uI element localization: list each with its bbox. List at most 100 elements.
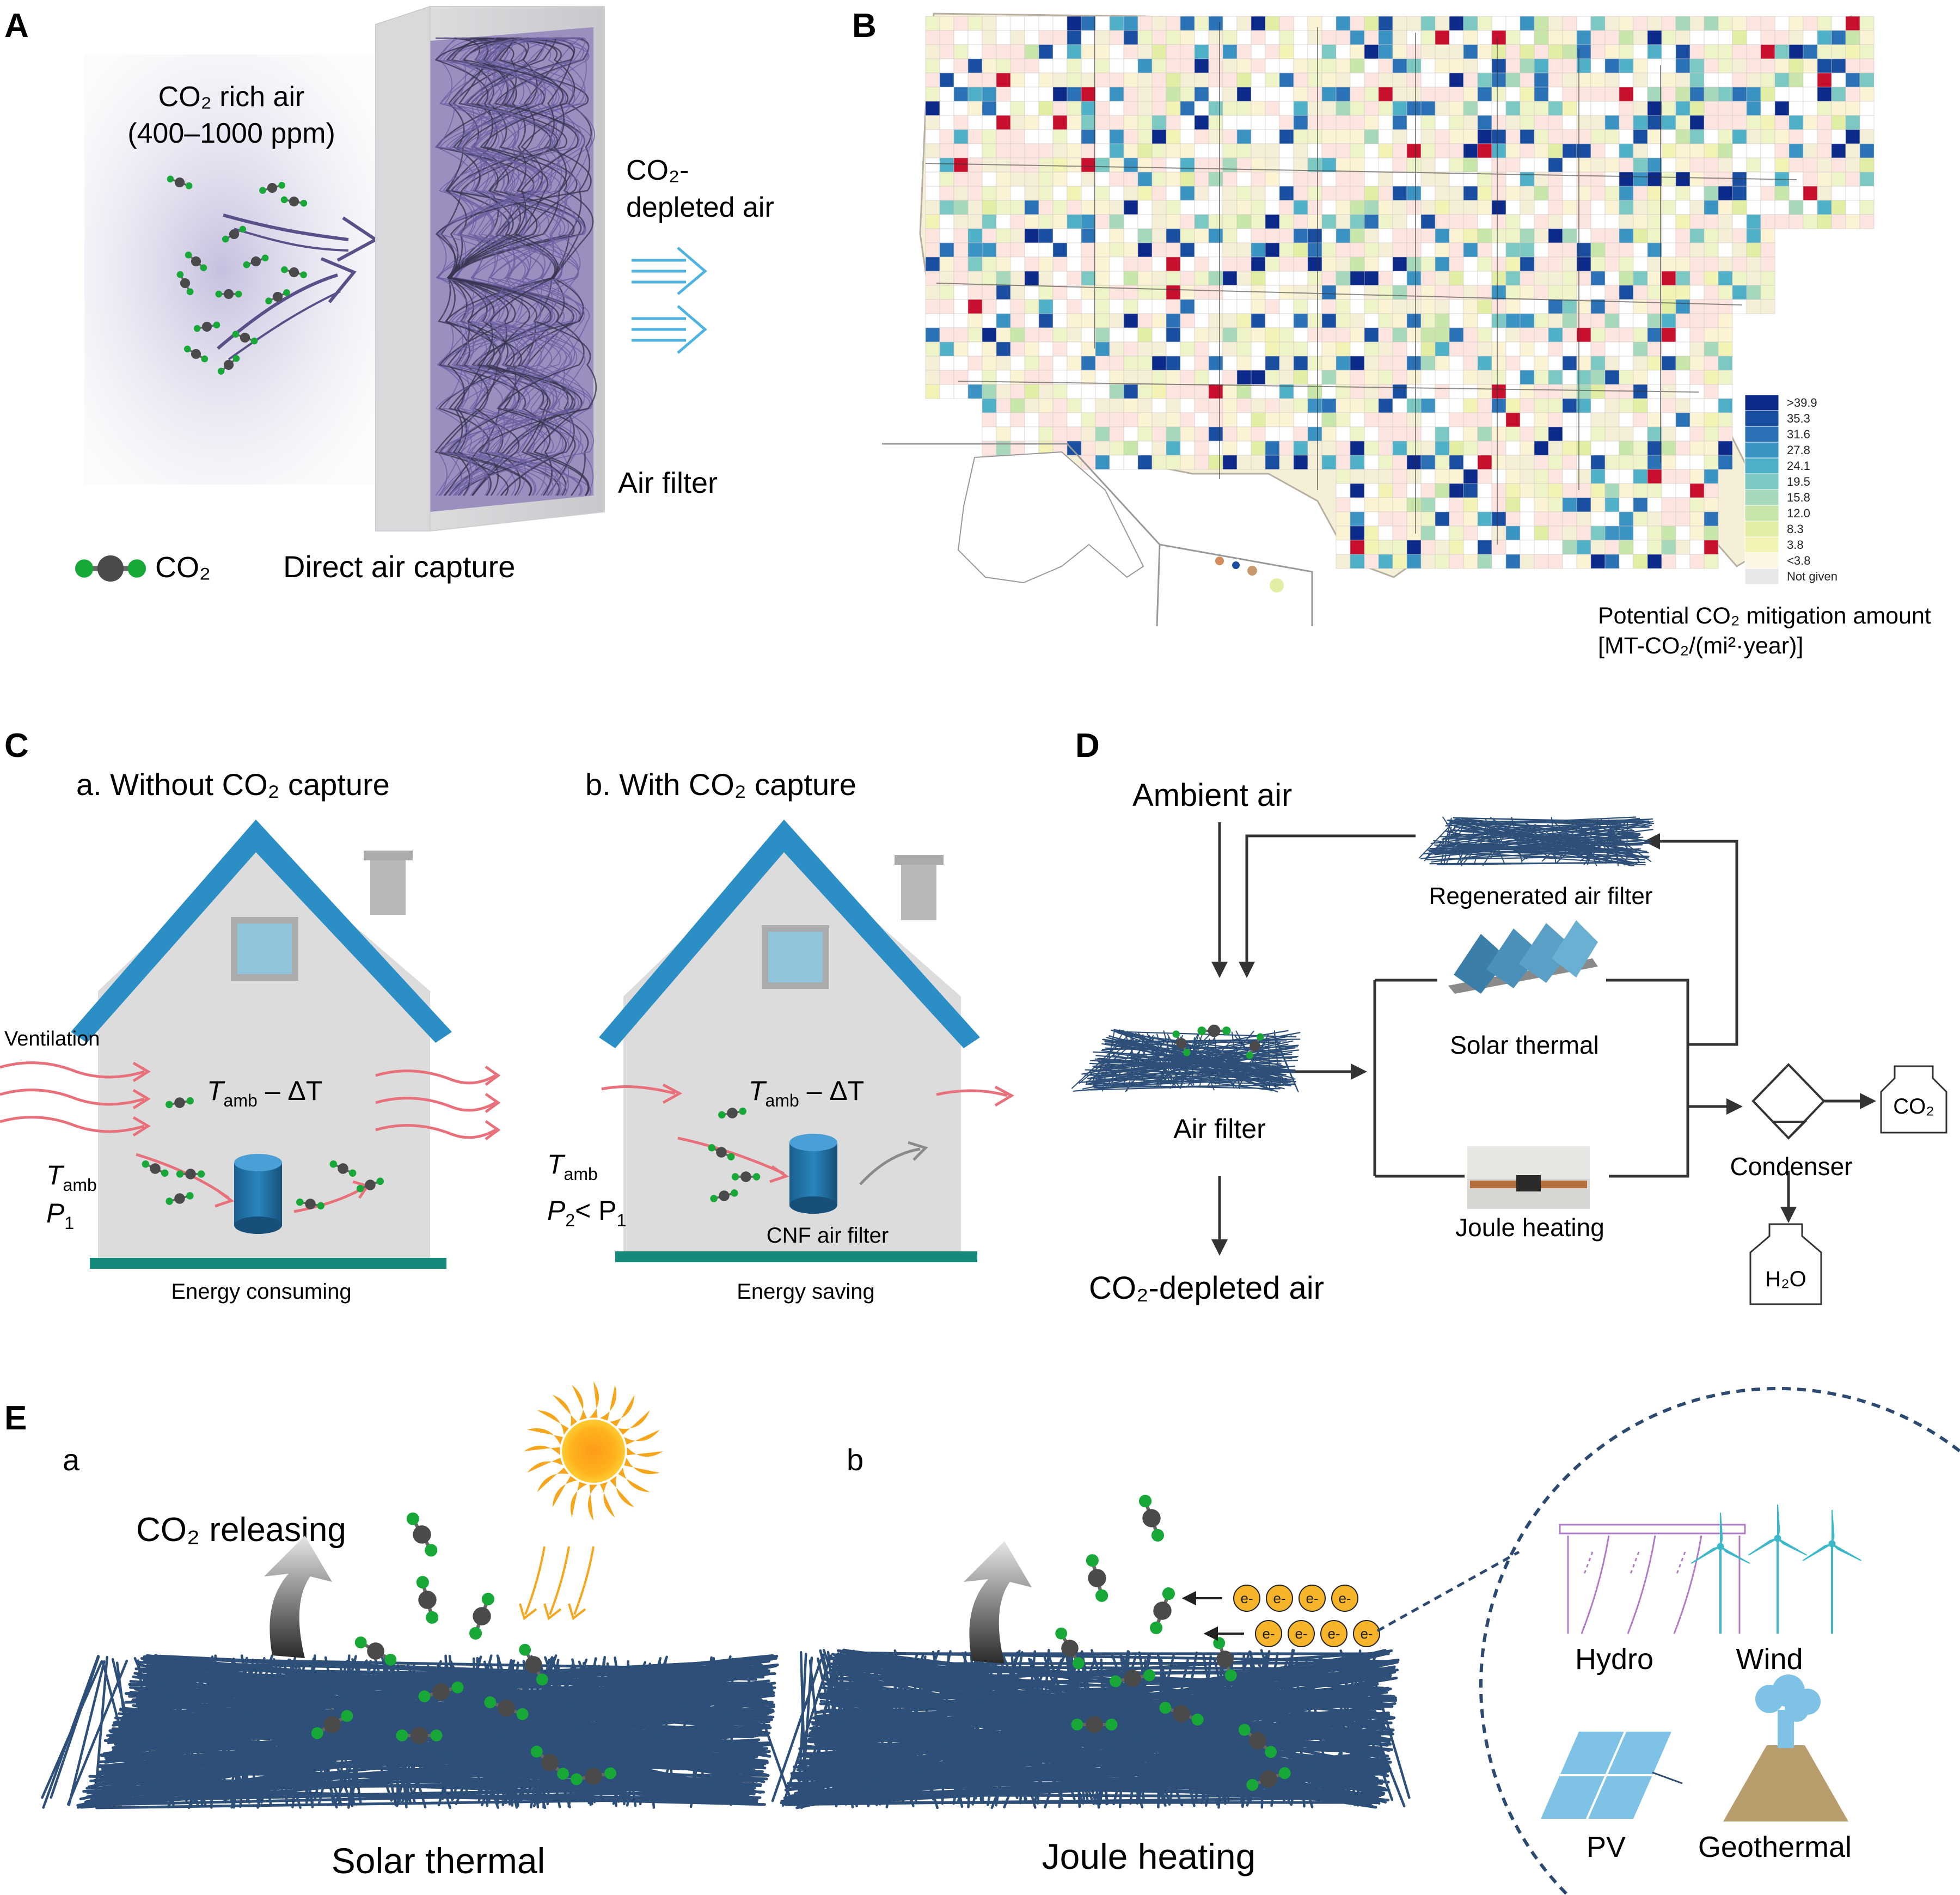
electron-label: e- (1262, 1625, 1275, 1642)
legend-bin-label: 19.5 (1787, 475, 1810, 488)
wind-icon (1690, 1504, 1862, 1634)
filter-fibers (434, 37, 597, 496)
legend-bin-label: 15.8 (1787, 491, 1810, 504)
regenerated-filter-label: Regenerated air filter (1429, 883, 1653, 909)
electron-icon (1266, 1585, 1293, 1612)
co2-bottle-label: CO₂ (1893, 1095, 1934, 1118)
legend-title: Potential CO₂ mitigation amount (1598, 603, 1931, 629)
flow-arrows-b (677, 1136, 928, 1185)
panel-d: D Ambient air Regenerated air filter Air… (1071, 727, 1947, 1306)
wind-label: Wind (1736, 1643, 1803, 1676)
t-amb-label-b: Tamb (547, 1149, 598, 1184)
electron-icon (1353, 1620, 1380, 1647)
h2o-bottle-icon (1749, 1223, 1822, 1305)
renewable-sources-circle (1479, 1387, 1960, 1895)
direct-air-capture-caption: Direct air capture (283, 549, 515, 584)
panel-letter-e: E (4, 1399, 27, 1437)
condenser-label: Condenser (1730, 1152, 1852, 1181)
electron-label: e- (1306, 1590, 1318, 1606)
joule-heating-label-d: Joule heating (1455, 1213, 1604, 1242)
legend-swatch (1744, 426, 1779, 443)
depleted-air-arrows (632, 247, 707, 354)
sun-icon (524, 1381, 663, 1521)
alaska-shape (957, 451, 1144, 584)
panel-letter-a: A (4, 7, 29, 45)
panel-c: C a. Without CO₂ capture b. With CO₂ cap… (0, 727, 1015, 1304)
electron-icon (1288, 1620, 1315, 1647)
ventilation-arrows-in (0, 1061, 151, 1137)
legend-bin-label: 27.8 (1787, 443, 1810, 457)
temperature-label-a: Tamb – ΔT (207, 1075, 322, 1110)
title-without-capture: a. Without CO₂ capture (76, 767, 390, 802)
co2-depleted-air-label-d: CO₂-depleted air (1089, 1270, 1324, 1306)
legend-swatch (1744, 473, 1779, 490)
p2-label-b: P2< P1 (547, 1195, 626, 1230)
air-filter-mesh (1071, 1029, 1301, 1093)
sunlight-arrows (519, 1546, 595, 1621)
electron-arrows (1181, 1591, 1244, 1641)
electron-icon (1255, 1620, 1282, 1647)
to-regen-arrow (1644, 833, 1738, 1046)
release-arrow-a (264, 1536, 332, 1658)
h2o-bottle-label: H₂O (1765, 1267, 1806, 1291)
ground-b (615, 1251, 977, 1262)
co2-releasing-label: CO₂ releasing (136, 1511, 346, 1549)
panel-letter-c: C (4, 727, 29, 765)
joule-heating-caption: Joule heating (1042, 1836, 1256, 1876)
co2-rich-air-label: CO₂ rich air (158, 81, 305, 113)
panel-e: E a b CO₂ releasing (4, 1381, 1960, 1895)
panel-letter-d: D (1075, 727, 1100, 765)
legend-bin-label: Not given (1787, 570, 1837, 583)
air-filter-box (375, 6, 605, 531)
electron-label: e- (1240, 1590, 1253, 1606)
cnf-filter-cylinder-a (234, 1154, 282, 1234)
legend-bin-label: >39.9 (1787, 396, 1817, 409)
electron-stream: e-e-e-e-e-e-e-e- (1233, 1585, 1380, 1647)
legend-swatch (1744, 457, 1779, 474)
air-filter-label: Air filter (618, 467, 718, 499)
legend-bin-label: 12.0 (1787, 506, 1810, 520)
ground-a (90, 1258, 446, 1269)
legend-bin-label: 24.1 (1787, 459, 1810, 473)
ventilation-arrows-out (375, 1065, 501, 1141)
legend-swatch (1744, 394, 1779, 411)
cnf-air-filter-label: CNF air filter (767, 1224, 889, 1248)
condenser-icon (1751, 1063, 1826, 1140)
inset-alaska-hawaii (882, 443, 1313, 627)
legend-swatch (1744, 536, 1779, 553)
legend-bin-label: 31.6 (1787, 427, 1810, 441)
legend-swatch (1744, 505, 1779, 522)
panel-a: A CO₂ rich air (400–1000 ppm) CO₂- deple… (4, 6, 774, 584)
solar-thermal-caption: Solar thermal (332, 1841, 546, 1881)
co2-depleted-label-2: depleted air (626, 192, 774, 223)
joule-heating-photo (1467, 1146, 1590, 1209)
co2-legend-icon (75, 555, 146, 582)
regen-return-arrow (1239, 834, 1416, 978)
release-arrow-b (964, 1541, 1032, 1664)
hawaii-shape (1215, 557, 1284, 592)
temperature-label-b: Tamb – ΔT (749, 1075, 864, 1110)
electron-icon (1320, 1620, 1347, 1647)
co2-depleted-label: CO₂- (626, 155, 689, 186)
pv-label: PV (1587, 1831, 1626, 1863)
t-amb-label-a: Tamb (46, 1160, 97, 1195)
legend-swatch (1744, 568, 1779, 585)
geothermal-icon (1723, 1674, 1848, 1821)
state-borders (925, 16, 1797, 545)
subpanel-label-b: b (847, 1442, 863, 1477)
energy-saving-label: Energy saving (737, 1280, 874, 1304)
energy-consuming-label: Energy consuming (171, 1280, 351, 1304)
co2-bottle-icon (1880, 1065, 1947, 1134)
panel-letter-b: B (852, 7, 877, 45)
electron-label: e- (1360, 1625, 1373, 1642)
panel-b: B >39.935.331.627.824.119.515.812.08.33.… (852, 7, 1931, 659)
solar-collector-icon (1448, 920, 1598, 994)
legend-swatch (1744, 442, 1779, 459)
cnf-filter-cylinder-b (789, 1134, 837, 1214)
legend-bin-label: 35.3 (1787, 412, 1810, 425)
electron-icon (1331, 1585, 1358, 1612)
legend-bin-label: 8.3 (1787, 522, 1804, 536)
legend-swatch (1744, 410, 1779, 427)
electron-label: e- (1327, 1625, 1340, 1642)
electron-label: e- (1295, 1625, 1307, 1642)
